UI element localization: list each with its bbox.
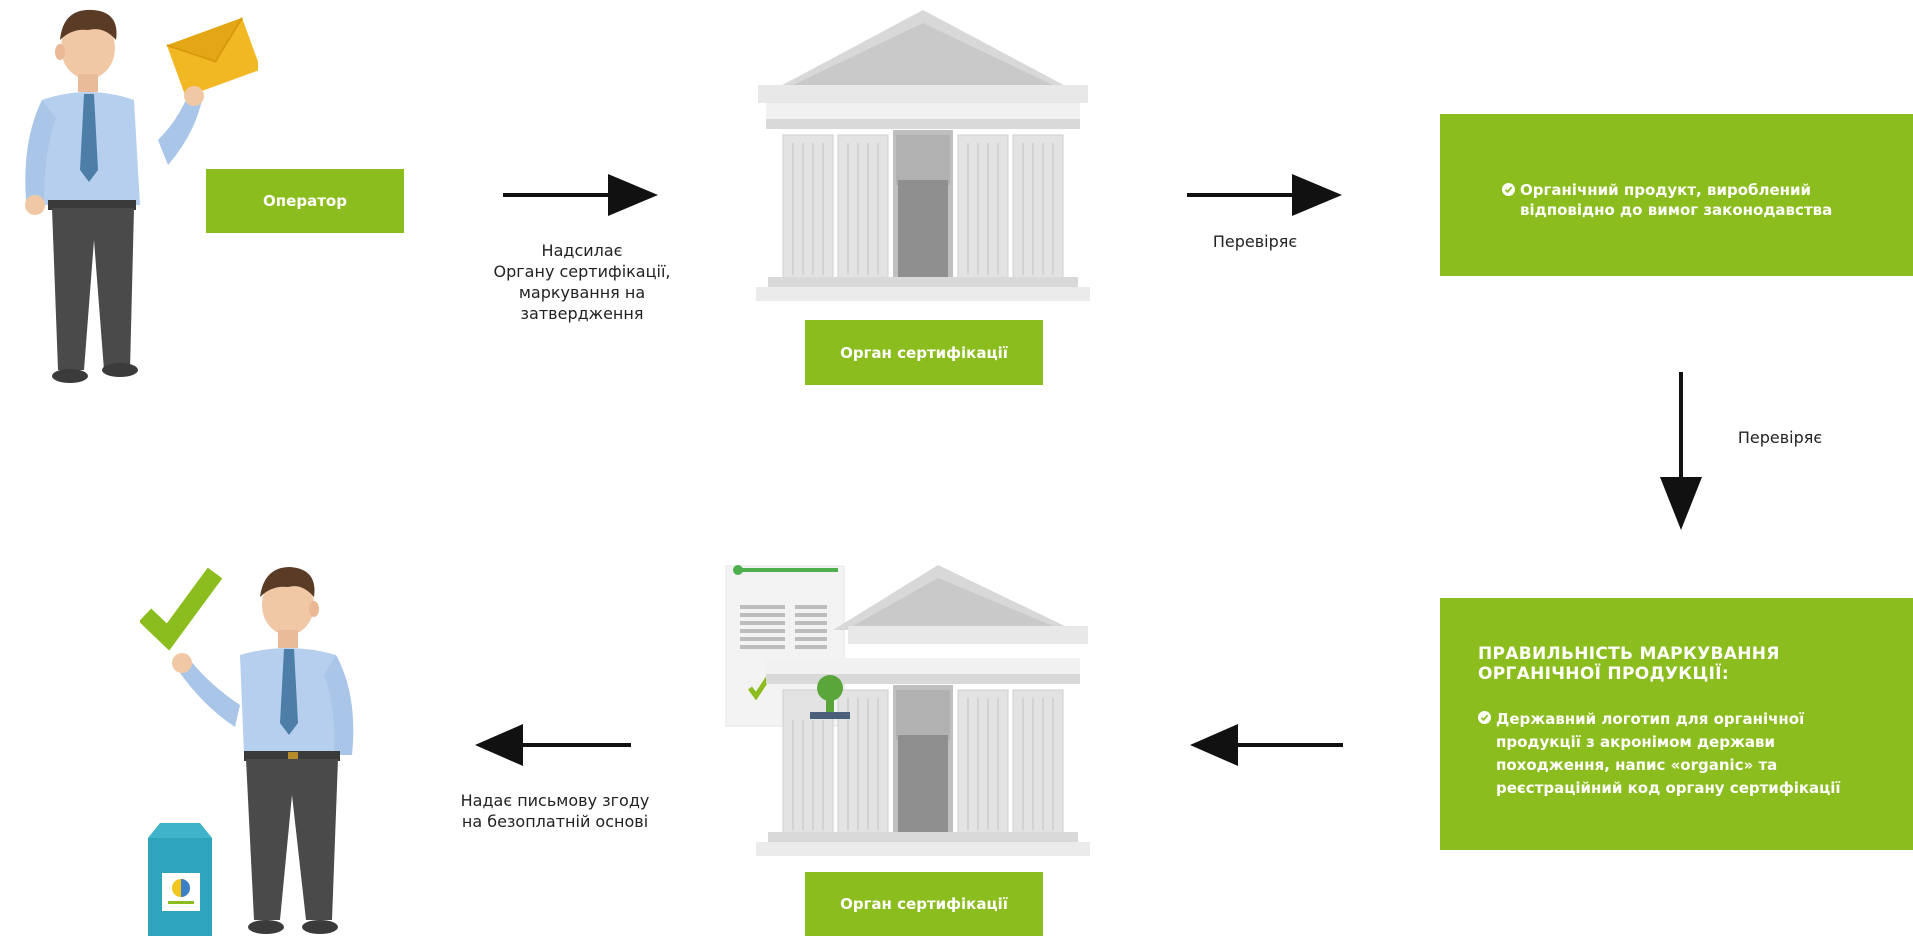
- grants-caption: Надає письмову згоду на безоплатній осно…: [430, 790, 680, 832]
- check-circle-icon: [1478, 711, 1491, 724]
- sends-caption-line: маркування на: [518, 283, 646, 302]
- organic-product-line: відповідно до вимог законодавства: [1520, 201, 1833, 219]
- labeling-title-line: ПРАВИЛЬНІСТЬ МАРКУВАННЯ: [1478, 644, 1780, 664]
- arrow-left-from-box: [1190, 724, 1343, 766]
- organic-product-line: Органічний продукт, вироблений: [1520, 181, 1812, 199]
- checks-caption-right: Перевіряє: [1737, 428, 1823, 447]
- labeling-correctness-box: ПРАВИЛЬНІСТЬ МАРКУВАННЯ ОРГАНІЧНОЇ ПРОДУ…: [1440, 598, 1913, 850]
- grants-caption-line: Надає письмову згоду: [460, 791, 650, 810]
- labeling-item-line: реєстраційний код органу сертифікації: [1496, 779, 1841, 797]
- operator-label: Оператор: [206, 169, 404, 233]
- arrow-down-checks: [1660, 372, 1702, 530]
- person-with-checkmark-icon: [140, 567, 354, 934]
- product-package-icon: [148, 823, 212, 936]
- sends-caption-line: затвердження: [520, 304, 644, 323]
- certification-body-label-bottom: Орган сертифікації: [805, 872, 1043, 936]
- labeling-item-line: продукції з акронімом держави: [1496, 733, 1776, 751]
- grants-caption-line: на безоплатній основі: [461, 812, 649, 831]
- sends-caption-line: Надсилає: [541, 241, 623, 260]
- sends-caption-line: Органу сертифікації,: [493, 262, 671, 281]
- arrow-right-sends: [503, 174, 658, 216]
- labeling-item-line: походження, напис «organic» та: [1496, 756, 1778, 774]
- checks-caption-top: Перевіряє: [1212, 232, 1298, 251]
- building-icon: [756, 10, 1090, 301]
- labeling-item-line: Державний логотип для органічної: [1496, 710, 1805, 728]
- sends-caption: Надсилає Органу сертифікації, маркування…: [462, 240, 702, 324]
- labeling-title-line: ОРГАНІЧНОЇ ПРОДУКЦІЇ:: [1478, 664, 1729, 684]
- organic-product-box: Органічний продукт, вироблений відповідн…: [1440, 114, 1913, 276]
- building-icon: [756, 565, 1090, 856]
- arrow-right-checks: [1187, 174, 1342, 216]
- check-circle-icon: [1502, 183, 1515, 196]
- person-with-envelope-icon: [25, 9, 258, 383]
- certification-body-label-top: Орган сертифікації: [805, 320, 1043, 385]
- arrow-left-grants: [475, 724, 631, 766]
